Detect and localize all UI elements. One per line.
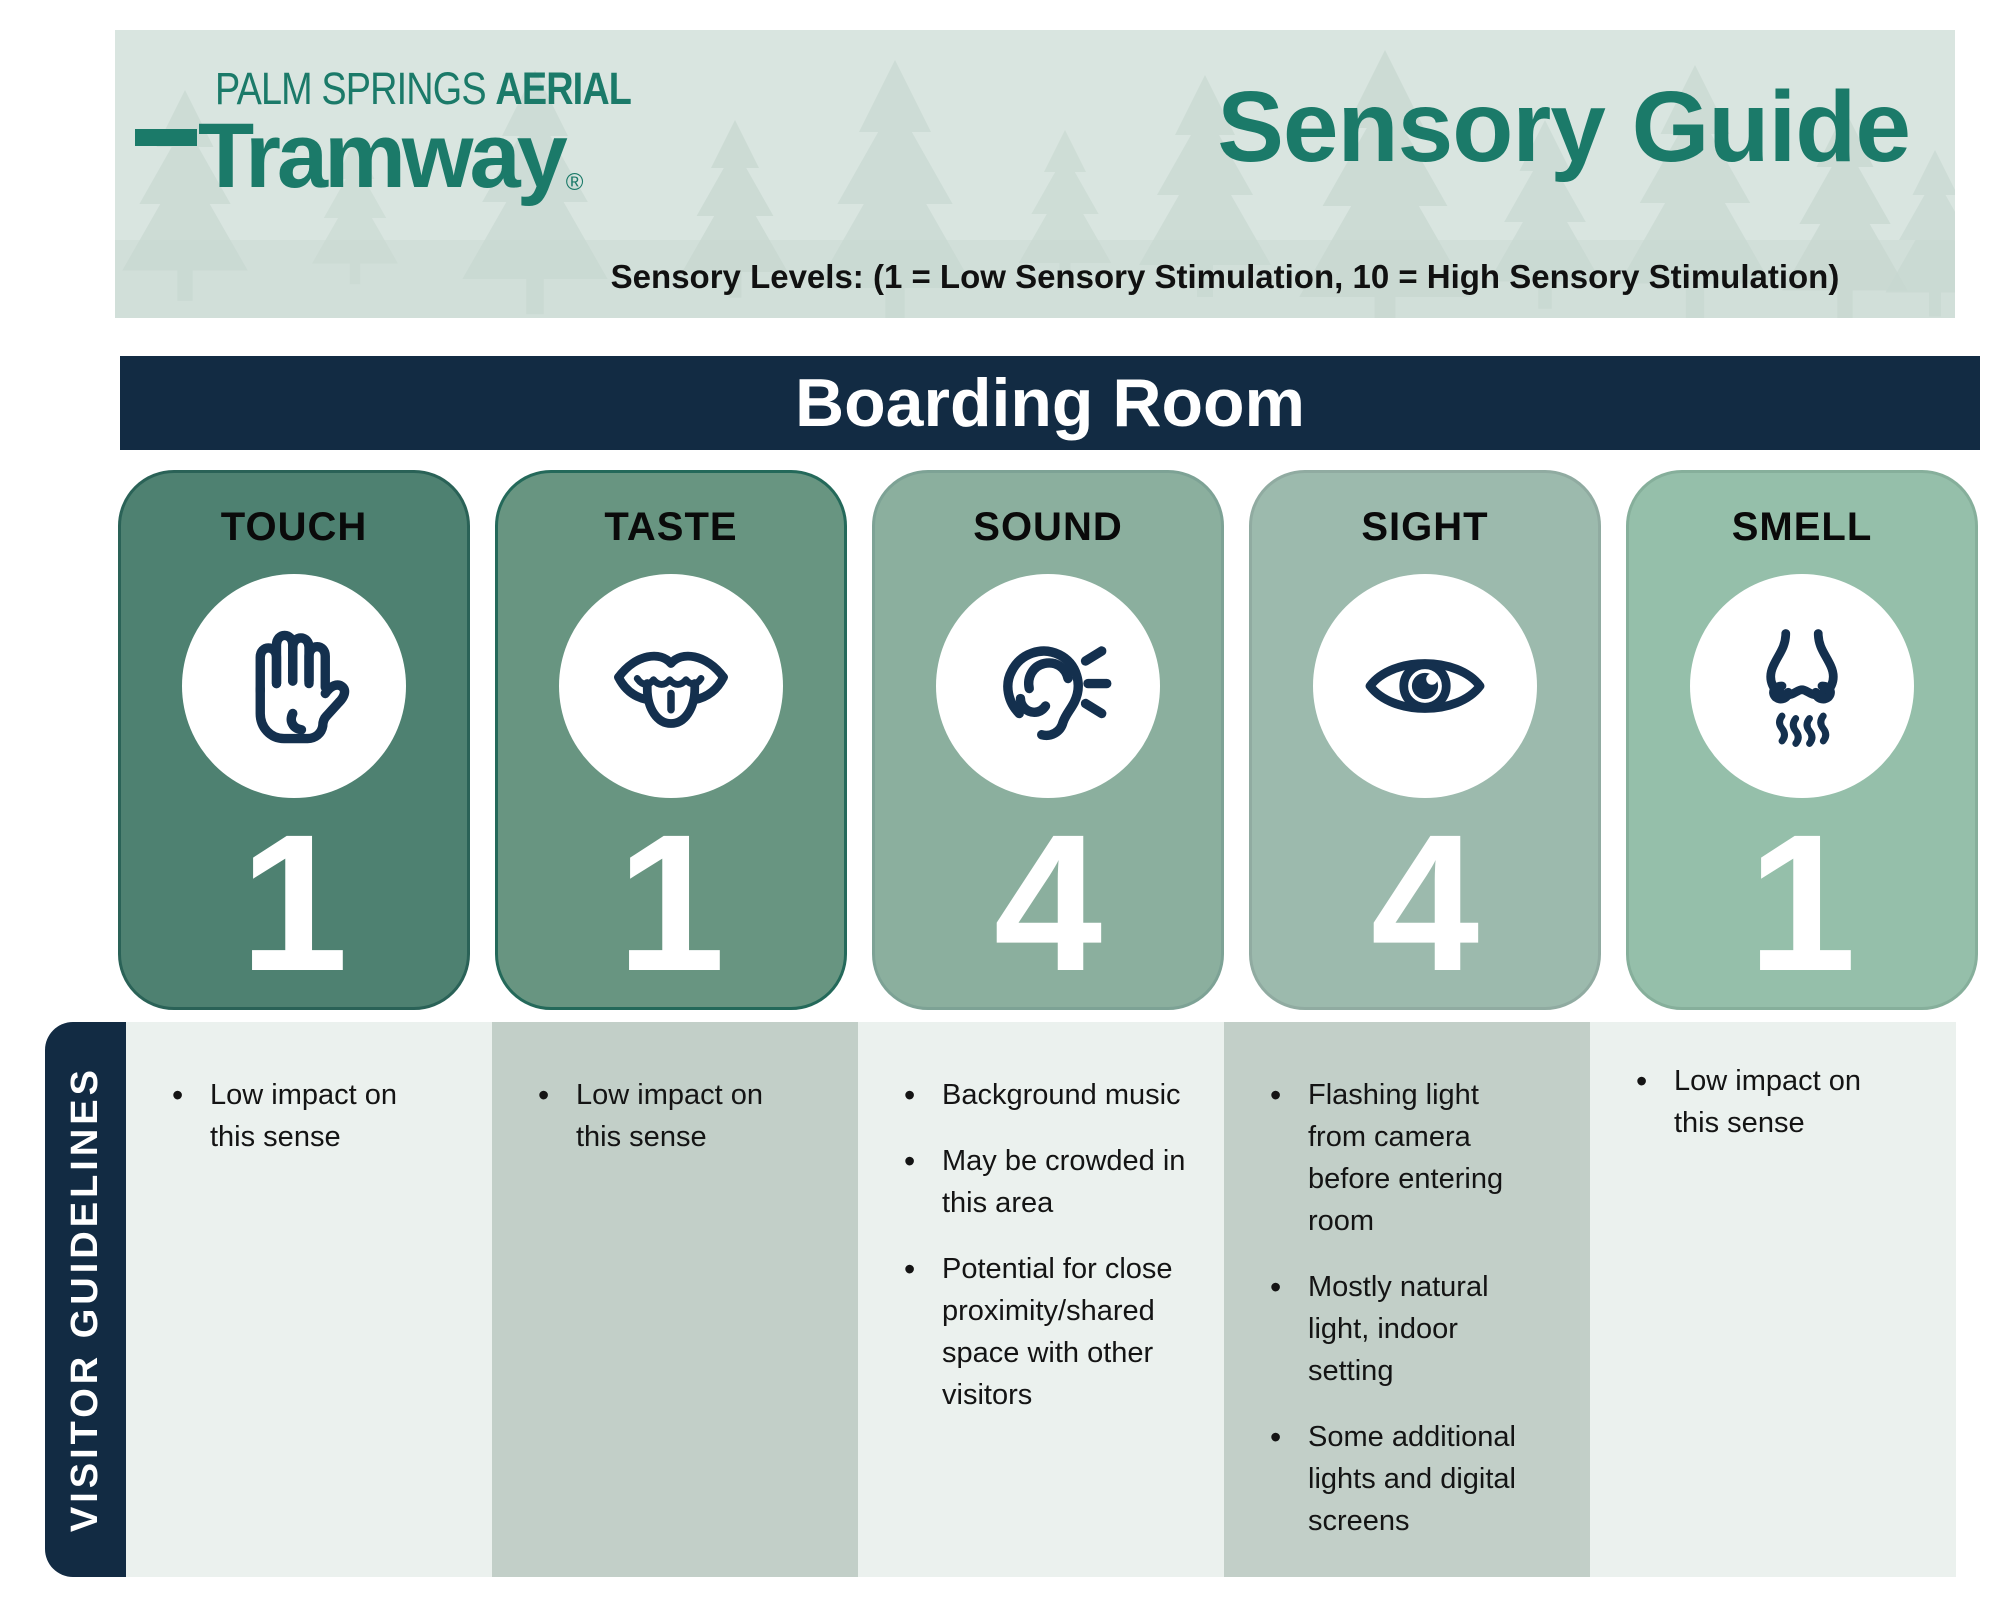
guidelines-column-sound: Background musicMay be crowded in this a…: [858, 1022, 1224, 1577]
sensory-scale-note: Sensory Levels: (1 = Low Sensory Stimula…: [610, 258, 1840, 295]
sense-label: SMELL: [1731, 505, 1873, 549]
registered-trademark: ®: [565, 169, 584, 196]
icon-circle: [936, 574, 1160, 798]
sense-card-taste: TASTE 1: [495, 470, 847, 1010]
sense-label: TASTE: [604, 505, 738, 549]
eye-icon: [1365, 659, 1485, 713]
sense-label: SIGHT: [1361, 505, 1489, 549]
mouth-tongue-icon: [614, 651, 728, 728]
guideline-item: Low impact on this sense: [538, 1072, 772, 1158]
visitor-guidelines-label: VISITOR GUIDELINES: [64, 1066, 106, 1533]
guideline-item: May be crowded in this area: [904, 1138, 1188, 1224]
sense-cards-row: TOUCH 1 TASTE: [118, 470, 1978, 1010]
sense-level: 4: [993, 794, 1103, 1012]
guideline-item: Some additional lights and digital scree…: [1270, 1414, 1526, 1542]
sense-level: 4: [1370, 794, 1480, 1012]
tramway-logo: PALM SPRINGS AERIAL Tramway ®: [135, 63, 710, 207]
sense-level: 1: [616, 794, 726, 1012]
room-banner: Boarding Room: [120, 356, 1980, 450]
sense-label: SOUND: [973, 505, 1123, 549]
sense-label: TOUCH: [220, 505, 368, 549]
sense-card-sight: SIGHT 4: [1249, 470, 1601, 1010]
forest-background: [115, 50, 1955, 318]
guideline-item: Mostly natural light, indoor setting: [1270, 1264, 1526, 1392]
icon-circle: [1313, 574, 1537, 798]
guideline-item: Background music: [904, 1072, 1188, 1118]
logo-name: Tramway: [198, 105, 568, 207]
logo-bar: [135, 129, 197, 146]
nose-icon: [1766, 629, 1838, 747]
guidelines-column-smell: Low impact on this sense: [1590, 1022, 1956, 1577]
room-banner-label: Boarding Room: [795, 365, 1305, 441]
page-title: Sensory Guide: [1217, 71, 1911, 183]
guideline-item: Potential for close proximity/shared spa…: [904, 1246, 1188, 1416]
logo-line1: PALM SPRINGS AERIAL: [215, 63, 632, 114]
header-band: PALM SPRINGS AERIAL Tramway ® Sensory Gu…: [115, 30, 1955, 318]
guidelines-list-smell: Low impact on this sense: [1636, 1058, 1920, 1144]
guidelines-list-touch: Low impact on this sense: [172, 1072, 456, 1158]
guidelines-list-sound: Background musicMay be crowded in this a…: [904, 1072, 1188, 1416]
sense-card-smell: SMELL 1: [1626, 470, 1978, 1010]
sense-level: 1: [239, 794, 349, 1012]
guidelines-list-sight: Flashing light from camera before enteri…: [1270, 1072, 1554, 1542]
guidelines-column-taste: Low impact on this sense: [492, 1022, 858, 1577]
sense-card-sound: SOUND 4: [872, 470, 1224, 1010]
sense-card-touch: TOUCH 1: [118, 470, 470, 1010]
icon-circle: [182, 574, 406, 798]
icon-circle: [1690, 574, 1914, 798]
guideline-item: Low impact on this sense: [172, 1072, 406, 1158]
visitor-guidelines-section: VISITOR GUIDELINES Low impact on this se…: [45, 1022, 1956, 1577]
hand-icon: [255, 630, 350, 744]
guideline-item: Low impact on this sense: [1636, 1058, 1870, 1144]
icon-circle: [559, 574, 783, 798]
ear-icon: [1003, 646, 1112, 741]
visitor-guidelines-sidebar: VISITOR GUIDELINES: [45, 1022, 126, 1577]
sense-level: 1: [1747, 794, 1857, 1012]
guidelines-list-taste: Low impact on this sense: [538, 1072, 822, 1158]
guidelines-column-sight: Flashing light from camera before enteri…: [1224, 1022, 1590, 1577]
guidelines-column-touch: Low impact on this sense: [126, 1022, 492, 1577]
guideline-item: Flashing light from camera before enteri…: [1270, 1072, 1526, 1242]
